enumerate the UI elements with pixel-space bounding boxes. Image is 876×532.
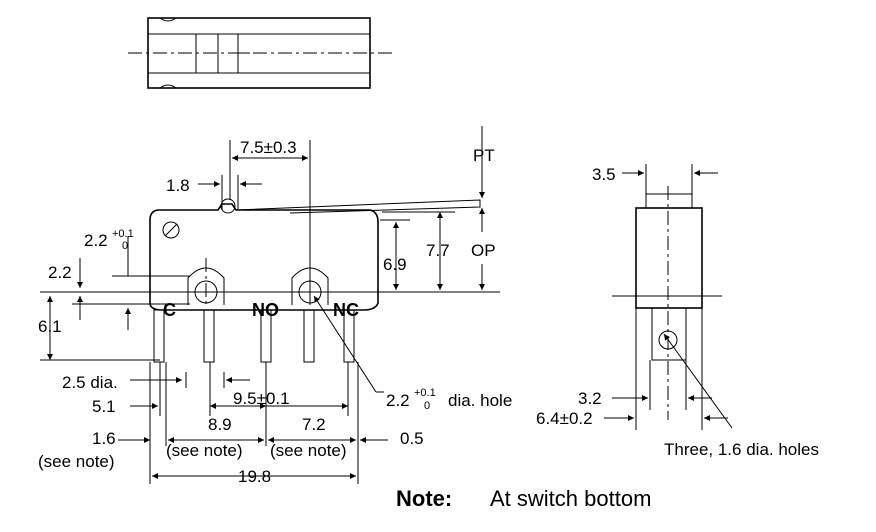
hole-dia-lower: 0 — [424, 400, 430, 412]
side-width: 3.5 — [592, 165, 616, 184]
dim-8-9: 8.9 — [208, 415, 232, 434]
see-note-mid: (see note) — [166, 441, 243, 460]
hole-dia-upper: +0.1 — [414, 387, 436, 399]
dim-op-label: OP — [471, 241, 496, 260]
dim-19-8: 19.8 — [238, 467, 271, 486]
top-view — [128, 17, 392, 89]
side-view — [604, 164, 733, 430]
dim-hole-to-bottom: 6.1 — [38, 317, 62, 336]
three-holes-label: Three, 1.6 dia. holes — [664, 440, 819, 459]
terminal-c-label: C — [163, 300, 176, 320]
dim-lever-offset: 1.8 — [166, 176, 190, 195]
hole-dia-base: 2.2 — [386, 391, 410, 410]
note-text: At switch bottom — [490, 486, 651, 511]
front-view-body — [40, 140, 500, 363]
dim-hole-offset: 2.2 — [48, 263, 72, 282]
dim-mount-hole-upper: +0.1 — [112, 228, 134, 240]
dim-1-6: 1.6 — [92, 429, 116, 448]
side-dim-6-4: 6.4±0.2 — [536, 409, 593, 428]
dim-9-5: 9.5±0.1 — [233, 389, 290, 408]
dimension-lines — [40, 126, 485, 484]
dim-pin-dia: 2.5 dia. — [62, 373, 118, 392]
dim-hole-height: 6.9 — [383, 255, 407, 274]
dim-mount-hole-lower: 0 — [122, 240, 128, 252]
terminal-nc-label: NC — [333, 300, 359, 320]
dim-pt-label: PT — [473, 146, 495, 165]
dim-mount-hole-base: 2.2 — [84, 231, 108, 250]
see-note-left: (see note) — [38, 452, 115, 471]
dim-0-5: 0.5 — [400, 429, 424, 448]
dim-op-height: 7.7 — [426, 241, 450, 260]
hole-dia-suffix: dia. hole — [448, 391, 512, 410]
dim-7-2: 7.2 — [302, 415, 326, 434]
terminal-no-label: NO — [252, 300, 279, 320]
note-label: Note: — [396, 486, 452, 511]
dim-lever-pivot: 7.5±0.3 — [240, 138, 297, 157]
dim-5-1: 5.1 — [92, 397, 116, 416]
see-note-right: (see note) — [270, 441, 347, 460]
side-dim-3-2: 3.2 — [578, 389, 602, 408]
